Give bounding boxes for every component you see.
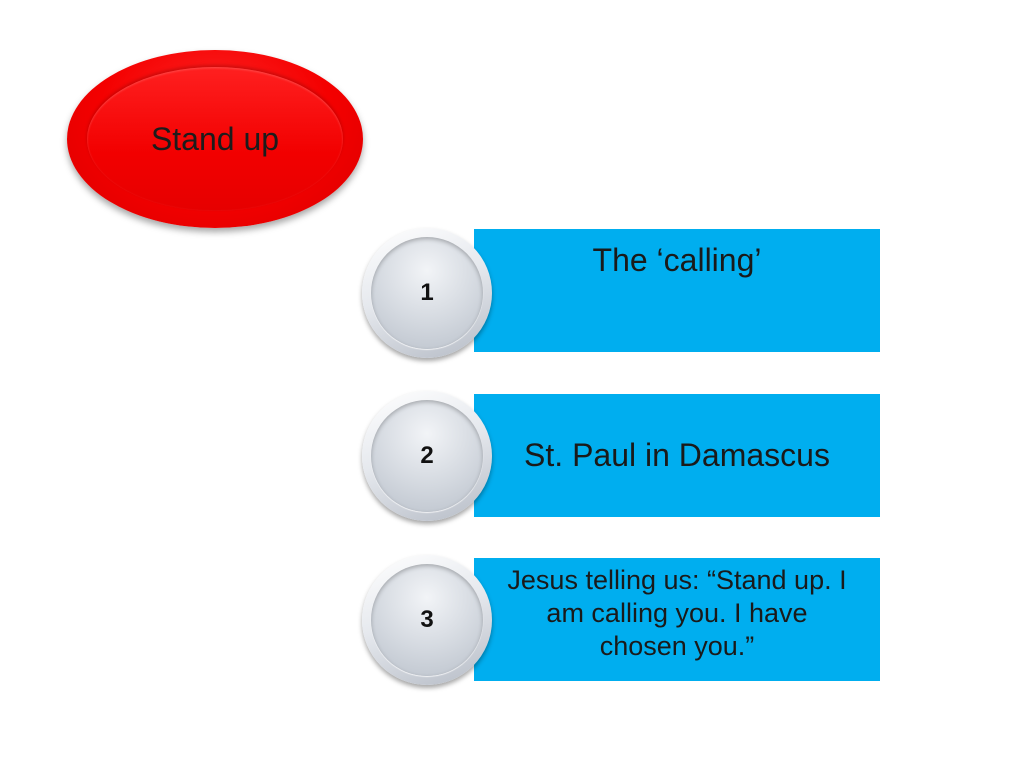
step-text-2: St. Paul in Damascus bbox=[524, 437, 830, 473]
step-circle-1: 1 bbox=[362, 228, 492, 358]
step-number-2: 2 bbox=[420, 442, 434, 469]
title-oval bbox=[67, 50, 363, 228]
step-number-3: 3 bbox=[420, 606, 434, 633]
step-circle-inner-3 bbox=[371, 564, 483, 676]
step-circle-2: 2 bbox=[362, 391, 492, 521]
step-box-3 bbox=[474, 558, 880, 681]
step-circle-inner-1 bbox=[371, 237, 483, 349]
step-circle-inner-2 bbox=[371, 400, 483, 512]
step-text-1: The ‘calling’ bbox=[592, 242, 762, 278]
step-text-3: Jesus telling us: “Stand up. I am callin… bbox=[507, 565, 847, 661]
step-box-2 bbox=[474, 394, 880, 517]
step-box-1 bbox=[474, 229, 880, 352]
title-oval-inner bbox=[87, 67, 343, 211]
step-number-1: 1 bbox=[420, 279, 434, 306]
title-text: Stand up bbox=[150, 121, 280, 157]
step-circle-3: 3 bbox=[362, 555, 492, 685]
